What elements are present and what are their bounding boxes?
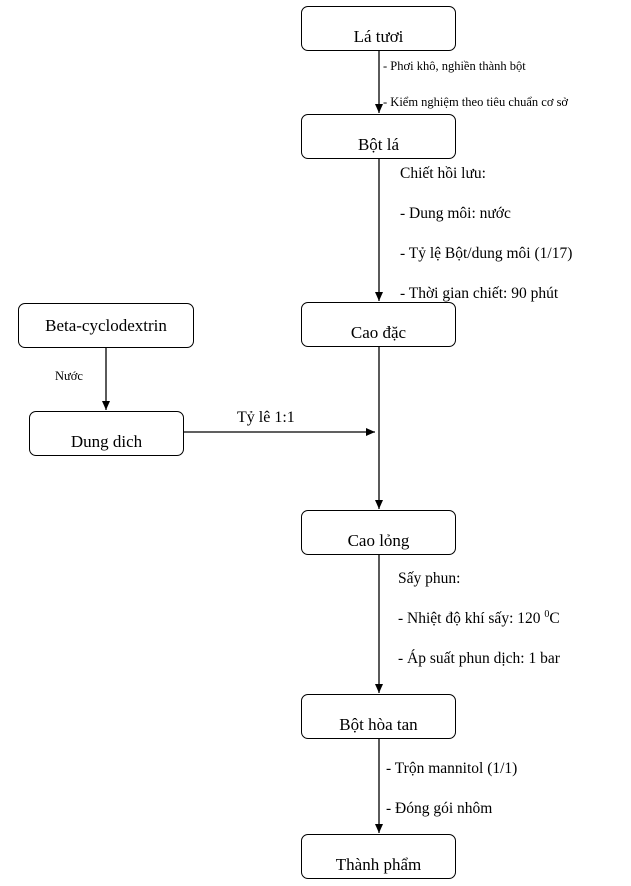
note-extract-title: Chiết hồi lưu: bbox=[400, 165, 486, 182]
node-label: Beta-cyclodextrin bbox=[45, 315, 167, 335]
note-spray-temp: - Nhiệt độ khí sấy: 120 0C bbox=[398, 608, 560, 628]
node-beta-cyclodextrin: Beta-cyclodextrin bbox=[18, 303, 194, 348]
note-spray-title: Sấy phun: bbox=[398, 570, 461, 587]
node-cao-dac: Cao đặc bbox=[301, 302, 456, 347]
node-dung-dich: Dung dich bbox=[29, 411, 184, 456]
node-label: Bột lá bbox=[357, 135, 400, 154]
node-label: Thành phẩm bbox=[335, 855, 422, 874]
note-mix-mannitol: - Trộn mannitol (1/1) bbox=[386, 760, 518, 777]
node-label: Lá tươi bbox=[353, 27, 404, 46]
note-extract-time: - Thời gian chiết: 90 phút bbox=[400, 285, 559, 302]
node-bot-la: Bột lá bbox=[301, 114, 456, 159]
spray-temp-degree: 0 bbox=[544, 608, 550, 620]
note-water: Nước bbox=[55, 369, 83, 383]
note-extract-solvent: - Dung môi: nước bbox=[400, 205, 511, 222]
node-label: Cao đặc bbox=[350, 323, 407, 342]
note-drying-grinding: - Phơi khô, nghiền thành bột bbox=[383, 59, 526, 73]
spray-temp-text: - Nhiệt độ khí sấy: 120 bbox=[398, 610, 545, 627]
note-spray-pressure: - Áp suất phun dịch: 1 bar bbox=[398, 650, 560, 667]
node-label: Dung dich bbox=[70, 432, 143, 451]
node-cao-long: Cao lỏng bbox=[301, 510, 456, 555]
node-thanh-pham: Thành phẩm bbox=[301, 834, 456, 879]
node-bot-hoa-tan: Bột hòa tan bbox=[301, 694, 456, 739]
note-standard-testing: - Kiểm nghiệm theo tiêu chuẩn cơ sở bbox=[383, 95, 569, 109]
node-label: Cao lỏng bbox=[347, 531, 410, 550]
node-label: Bột hòa tan bbox=[339, 715, 418, 734]
node-la-tuoi: Lá tươi bbox=[301, 6, 456, 51]
note-pack-aluminum: - Đóng gói nhôm bbox=[386, 800, 493, 817]
note-ratio: Tỷ lê 1:1 bbox=[237, 409, 295, 426]
spray-temp-unit: C bbox=[549, 610, 560, 627]
note-extract-ratio: - Tỷ lệ Bột/dung môi (1/17) bbox=[400, 245, 573, 262]
